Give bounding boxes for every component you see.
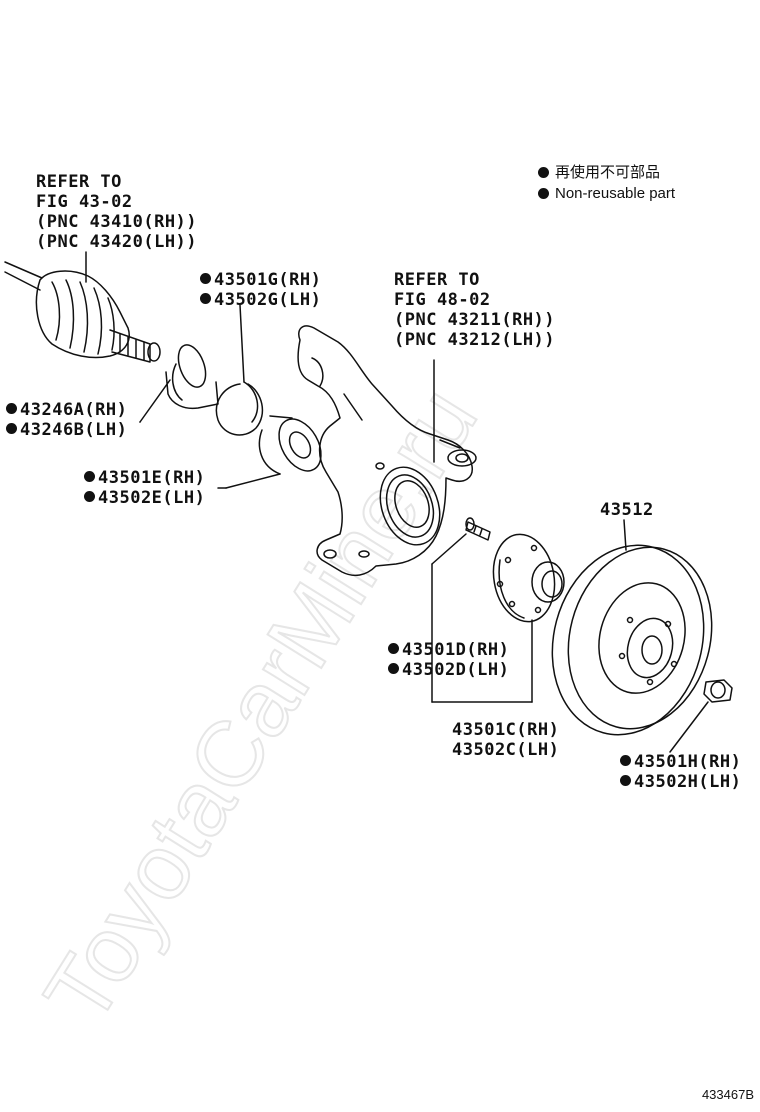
ref-knuckle-l3: (PNC 43211(RH)) <box>394 310 556 330</box>
brake-disc <box>551 519 713 736</box>
part-label-43502C[interactable]: 43502C(LH) <box>452 740 560 760</box>
ref-driveshaft-l3: (PNC 43410(RH)) <box>36 212 198 232</box>
non-reusable-dot-icon <box>6 423 17 434</box>
part-label-43502E[interactable]: 43502E(LH) <box>84 488 205 508</box>
ref-knuckle: REFER TO FIG 48-02 (PNC 43211(RH)) (PNC … <box>394 270 555 350</box>
axle-hub <box>431 533 565 703</box>
ref-knuckle-l2: FIG 48-02 <box>394 290 491 310</box>
drive-shaft <box>4 251 161 363</box>
part-label-43502G[interactable]: 43502G(LH) <box>200 290 321 310</box>
non-reusable-dot-icon <box>200 273 211 284</box>
legend: 再使用不可部品 Non-reusable part <box>538 162 675 204</box>
non-reusable-dot-icon <box>538 188 549 199</box>
part-label-43501E[interactable]: 43501E(RH) <box>84 468 205 488</box>
ref-driveshaft-l4: (PNC 43420(LH)) <box>36 232 198 252</box>
figure-id: 433467B <box>701 1087 754 1102</box>
legend-row-en: Non-reusable part <box>538 183 675 204</box>
part-label-43501H[interactable]: 43501H(RH) <box>620 752 741 772</box>
non-reusable-dot-icon <box>538 167 549 178</box>
snap-ring <box>215 304 264 436</box>
non-reusable-dot-icon <box>84 491 95 502</box>
ring-43246 <box>139 344 219 423</box>
part-label-43501D[interactable]: 43501D(RH) <box>388 640 509 660</box>
ref-driveshaft-l1: REFER TO <box>36 172 122 192</box>
ref-driveshaft: REFER TO FIG 43-02 (PNC 43410(RH)) (PNC … <box>36 172 197 252</box>
non-reusable-dot-icon <box>388 663 399 674</box>
non-reusable-dot-icon <box>620 775 631 786</box>
non-reusable-dot-icon <box>388 643 399 654</box>
non-reusable-dot-icon <box>200 293 211 304</box>
part-label-43246B[interactable]: 43246B(LH) <box>6 420 127 440</box>
legend-en: Non-reusable part <box>555 185 676 202</box>
part-label-43246A[interactable]: 43246A(RH) <box>6 400 127 420</box>
part-label-43502H[interactable]: 43502H(LH) <box>620 772 741 792</box>
steering-knuckle <box>297 325 477 577</box>
non-reusable-dot-icon <box>6 403 17 414</box>
ref-driveshaft-l2: FIG 43-02 <box>36 192 133 212</box>
bearing <box>225 415 322 489</box>
part-label-43502D[interactable]: 43502D(LH) <box>388 660 509 680</box>
legend-row-jp: 再使用不可部品 <box>538 162 675 183</box>
ref-knuckle-l1: REFER TO <box>394 270 480 290</box>
legend-jp: 再使用不可部品 <box>555 164 661 181</box>
part-label-43512[interactable]: 43512 <box>600 500 654 520</box>
non-reusable-dot-icon <box>620 755 631 766</box>
part-label-43501G[interactable]: 43501G(RH) <box>200 270 321 290</box>
ref-knuckle-l4: (PNC 43212(LH)) <box>394 330 556 350</box>
hub-nut <box>669 679 733 753</box>
part-label-43501C[interactable]: 43501C(RH) <box>452 720 560 740</box>
non-reusable-dot-icon <box>84 471 95 482</box>
hub-bolt <box>431 517 491 703</box>
